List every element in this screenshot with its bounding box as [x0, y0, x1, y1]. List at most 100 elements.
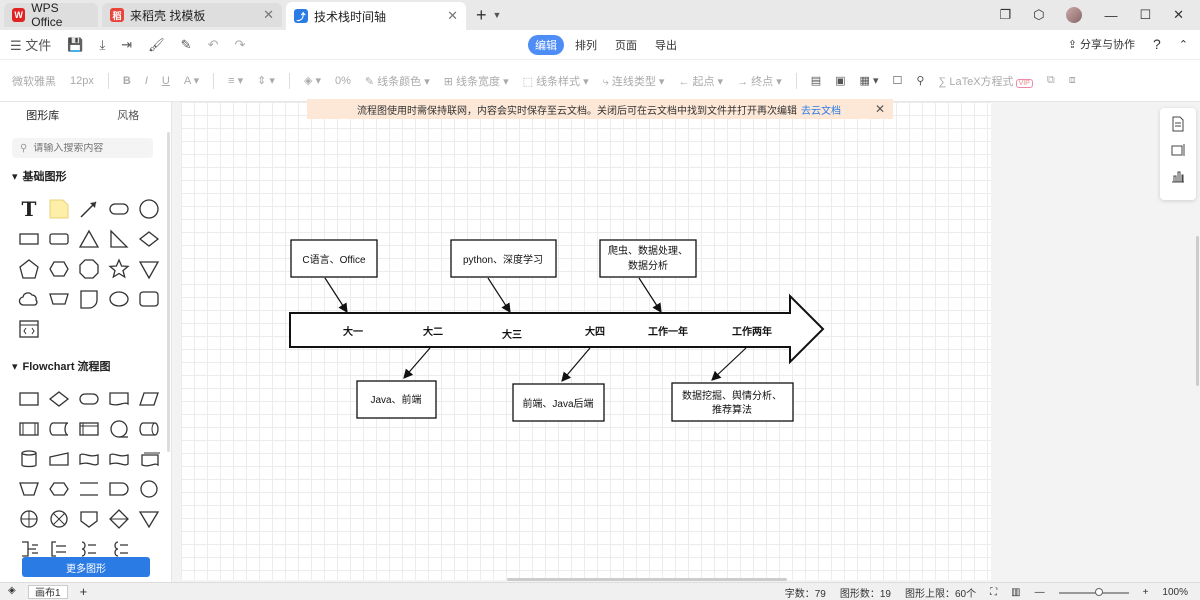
data-shape[interactable] — [134, 384, 164, 414]
connector-arrow[interactable] — [403, 347, 431, 379]
chevron-down-icon[interactable]: ▼ — [492, 10, 502, 20]
sequential-data-shape[interactable] — [104, 414, 134, 444]
go-cloud-docs-link[interactable]: 去云文档 — [801, 105, 841, 117]
manual-operation-shape[interactable] — [14, 474, 44, 504]
menu-arrange[interactable]: 排列 — [575, 40, 597, 52]
vertical-scrollbar[interactable] — [1196, 236, 1199, 386]
text-shape[interactable]: T — [21, 197, 37, 221]
line-width-button[interactable]: ⊞ 线条宽度 ▾ — [443, 75, 509, 88]
document-icon[interactable] — [1170, 116, 1186, 132]
window-close-icon[interactable]: ✕ — [1173, 7, 1184, 22]
basic-shapes-header[interactable]: ▾ 基础图形 — [12, 168, 171, 184]
collapse-icon[interactable]: ⌃ — [1178, 38, 1188, 51]
menu-export[interactable]: 导出 — [655, 40, 677, 52]
arrow-line-shape[interactable] — [74, 194, 104, 224]
download-icon[interactable]: ⤓ — [99, 36, 106, 52]
image-icon[interactable]: ▣ — [835, 75, 846, 87]
diamond-shape[interactable] — [134, 224, 164, 254]
bar-chart-icon[interactable] — [1170, 168, 1186, 184]
fullscreen-icon[interactable]: ⛶ — [990, 587, 998, 598]
card-shape[interactable] — [74, 444, 104, 474]
connector-arrow[interactable] — [638, 277, 662, 314]
internal-storage-shape[interactable] — [74, 414, 104, 444]
connector-type-button[interactable]: ⤷ 连线类型 ▾ — [602, 75, 665, 88]
book-icon[interactable]: ▥ — [1011, 587, 1021, 598]
inverted-triangle-shape[interactable] — [134, 254, 164, 284]
end-point-button[interactable]: → 终点 ▾ — [737, 75, 782, 88]
close-icon[interactable]: ✕ — [447, 8, 458, 23]
cube-icon[interactable]: ⬡ — [1033, 7, 1045, 22]
menu-edit[interactable]: 编辑 — [528, 35, 564, 55]
milestone-box[interactable] — [599, 239, 697, 278]
octagon-shape[interactable] — [74, 254, 104, 284]
note-shape[interactable] — [44, 194, 74, 224]
close-icon[interactable]: ✕ — [874, 102, 885, 116]
timeline-label[interactable]: 大一 — [343, 325, 363, 338]
brace-right-shape[interactable] — [74, 534, 104, 564]
copy-icon[interactable]: ⧉ — [1046, 74, 1055, 86]
font-color-icon[interactable]: A ▾ — [183, 75, 200, 87]
direct-data-shape[interactable] — [134, 414, 164, 444]
zoom-in-icon[interactable]: + — [1142, 587, 1149, 598]
fill-color-icon[interactable]: ◈ ▾ — [303, 75, 321, 87]
timeline-label[interactable]: 大四 — [585, 325, 605, 338]
timeline-label[interactable]: 大三 — [502, 328, 522, 341]
connector-arrow[interactable] — [487, 277, 511, 314]
layout-panel-icon[interactable] — [1170, 142, 1186, 158]
align-icon[interactable]: ≡ ▾ — [228, 75, 244, 87]
circle-shape[interactable] — [134, 194, 164, 224]
tab-style[interactable]: 风格 — [117, 110, 140, 122]
sidebar-scrollbar[interactable] — [167, 132, 170, 452]
sort-shape[interactable] — [104, 504, 134, 534]
zoom-slider-knob[interactable] — [1094, 587, 1103, 596]
layers-icon[interactable]: ◈ — [8, 585, 16, 596]
zoom-slider[interactable] — [1058, 587, 1129, 596]
connector-circle-shape[interactable] — [134, 474, 164, 504]
rounded-rect-shape[interactable] — [104, 194, 134, 224]
line-color-button[interactable]: ✎ 线条颜色 ▾ — [364, 75, 430, 88]
trapezoid-shape[interactable] — [44, 284, 74, 314]
help-icon[interactable]: ? — [1152, 36, 1161, 52]
rectangle-shape[interactable] — [14, 224, 44, 254]
off-page-connector-shape[interactable] — [74, 504, 104, 534]
rounded-square-shape[interactable] — [134, 284, 164, 314]
window-layout-icon[interactable]: ❐ — [999, 7, 1012, 22]
horizontal-lines-shape[interactable] — [74, 474, 104, 504]
milestone-box[interactable] — [512, 383, 605, 422]
timeline-label[interactable]: 工作两年 — [732, 325, 772, 338]
layout-icon[interactable]: ▤ — [810, 75, 822, 87]
avatar[interactable] — [1066, 7, 1083, 23]
star-shape[interactable] — [104, 254, 134, 284]
ellipse-shape[interactable] — [104, 284, 134, 314]
right-triangle-shape[interactable] — [104, 224, 134, 254]
tab-shape-library[interactable]: 图形库 — [26, 110, 60, 122]
zoom-level[interactable]: 100% — [1162, 587, 1188, 598]
delay-shape[interactable] — [104, 474, 134, 504]
line-style-button[interactable]: ⬚ 线条样式 ▾ — [522, 75, 589, 88]
preparation-shape[interactable] — [44, 474, 74, 504]
paste-icon[interactable]: ⧈ — [1068, 74, 1076, 86]
connector-arrow[interactable] — [561, 347, 591, 382]
redo-icon[interactable]: ↷ — [234, 36, 246, 52]
annotation-left-shape[interactable] — [44, 534, 74, 564]
maximize-icon[interactable]: ☐ — [1139, 7, 1152, 22]
search-input[interactable] — [33, 142, 144, 154]
terminator-shape[interactable] — [74, 384, 104, 414]
cloud-shape[interactable] — [14, 284, 44, 314]
file-menu-button[interactable]: ☰ 文件 — [10, 38, 52, 53]
italic-icon[interactable]: I — [144, 74, 148, 87]
timeline-label[interactable]: 大二 — [423, 325, 443, 338]
timeline-arrow[interactable] — [289, 293, 825, 365]
horizontal-scrollbar[interactable] — [507, 578, 787, 581]
page-tab-canvas1[interactable]: 画布1 — [28, 584, 68, 599]
process-shape[interactable] — [14, 384, 44, 414]
format-painter-icon[interactable]: 🖌 — [148, 36, 165, 52]
stored-data-shape[interactable] — [44, 414, 74, 444]
line-height-icon[interactable]: ⇕ ▾ — [257, 75, 275, 87]
new-tab-plus-icon[interactable]: + — [476, 4, 487, 25]
font-family-select[interactable]: 微软雅黑 — [12, 75, 56, 88]
close-icon[interactable]: ✕ — [263, 7, 274, 22]
undo-icon[interactable]: ↶ — [207, 36, 219, 52]
opacity-value[interactable]: 0% — [334, 74, 351, 87]
